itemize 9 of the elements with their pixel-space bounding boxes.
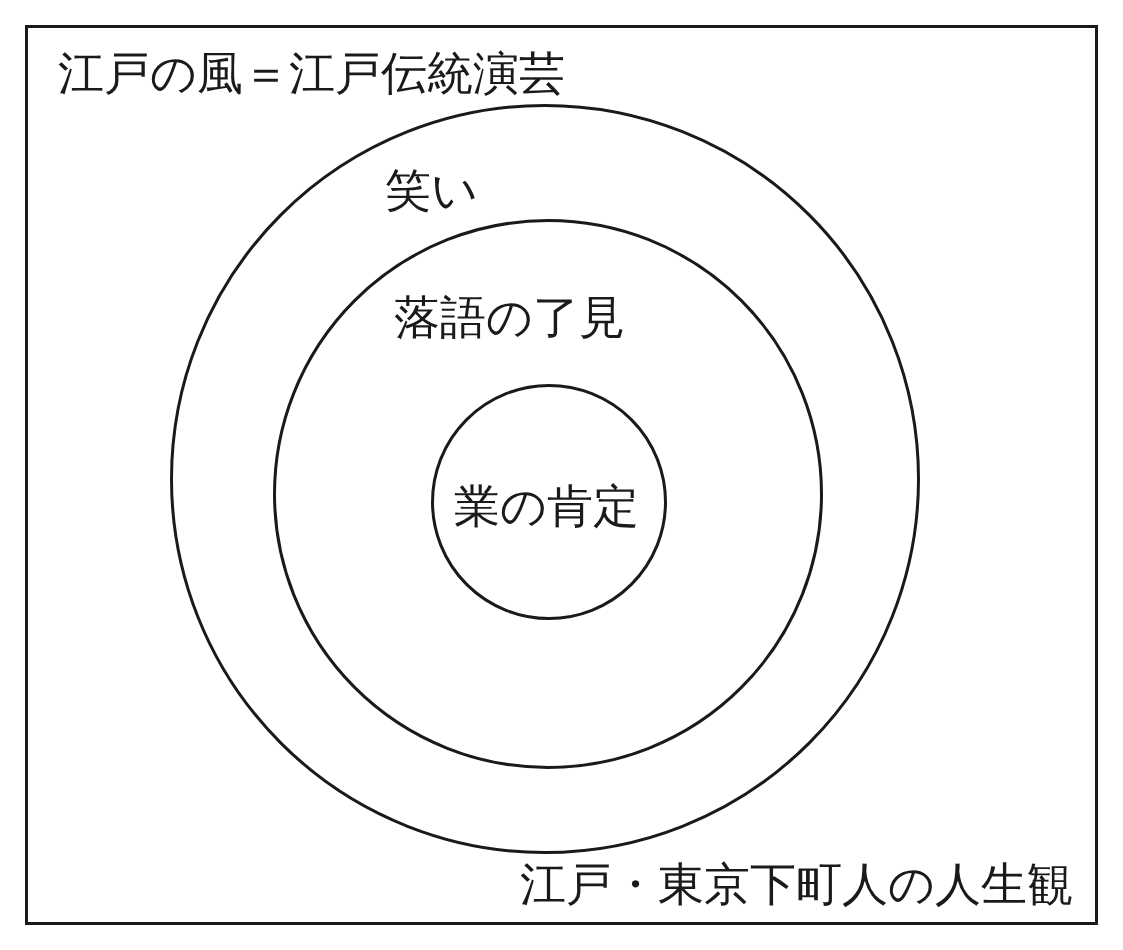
circle <box>170 104 920 854</box>
outer-frame <box>25 25 1098 925</box>
node-label: 落語の了見 <box>394 294 625 340</box>
node-label: 業の肯定 <box>454 483 639 529</box>
node-label: 江戸の風＝江戸伝統演芸 <box>58 50 565 96</box>
node-label: 江戸・東京下町人の人生観 <box>520 861 1073 907</box>
circle <box>273 219 823 769</box>
circle <box>431 384 667 620</box>
node-label: 笑い <box>385 167 478 213</box>
